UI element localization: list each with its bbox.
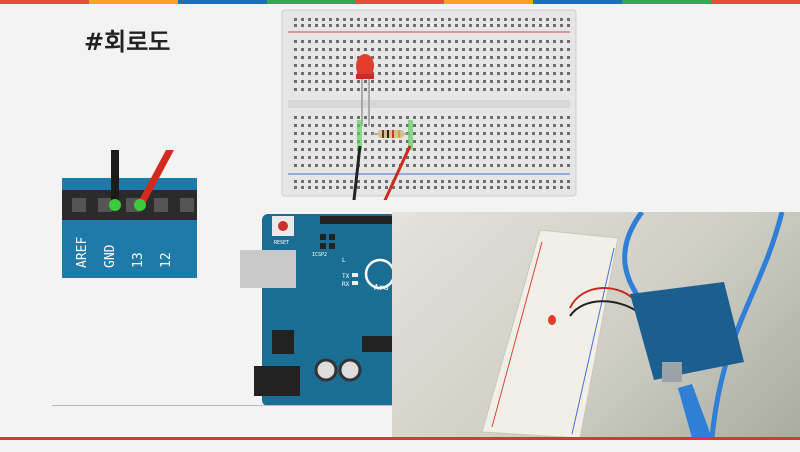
pin-label-12: 12 [159, 252, 174, 268]
video-progress-bar[interactable] [0, 437, 800, 440]
slide-title: #회로도 [84, 28, 171, 56]
pin-zoom-inset: AREF GND 13 12 [62, 150, 197, 278]
reset-label: RESET [274, 240, 289, 246]
wire-black [352, 145, 362, 200]
top-color-strip [0, 0, 800, 4]
zoom-wire-black [111, 150, 119, 208]
led-component [356, 54, 374, 126]
resistor-component [372, 130, 410, 138]
led-label-rx: RX [342, 281, 350, 288]
led-label-l: L [342, 257, 346, 264]
zoom-wire-red [136, 150, 174, 206]
wire-red [383, 145, 412, 200]
led-label-tx: TX [342, 273, 350, 280]
circuit-photo [392, 212, 800, 438]
icsp2-label: ICSP2 [312, 252, 327, 258]
pin-label-aref: AREF [75, 237, 90, 268]
arduino-logo-text: Ard [374, 283, 389, 292]
arduino-board: RESET ICSP2 L TX RX Ard [240, 214, 396, 406]
breadboard-diagram [281, 9, 577, 200]
divider-line [52, 405, 392, 406]
pin-label-13: 13 [131, 252, 146, 268]
pin-label-gnd: GND [103, 244, 118, 268]
